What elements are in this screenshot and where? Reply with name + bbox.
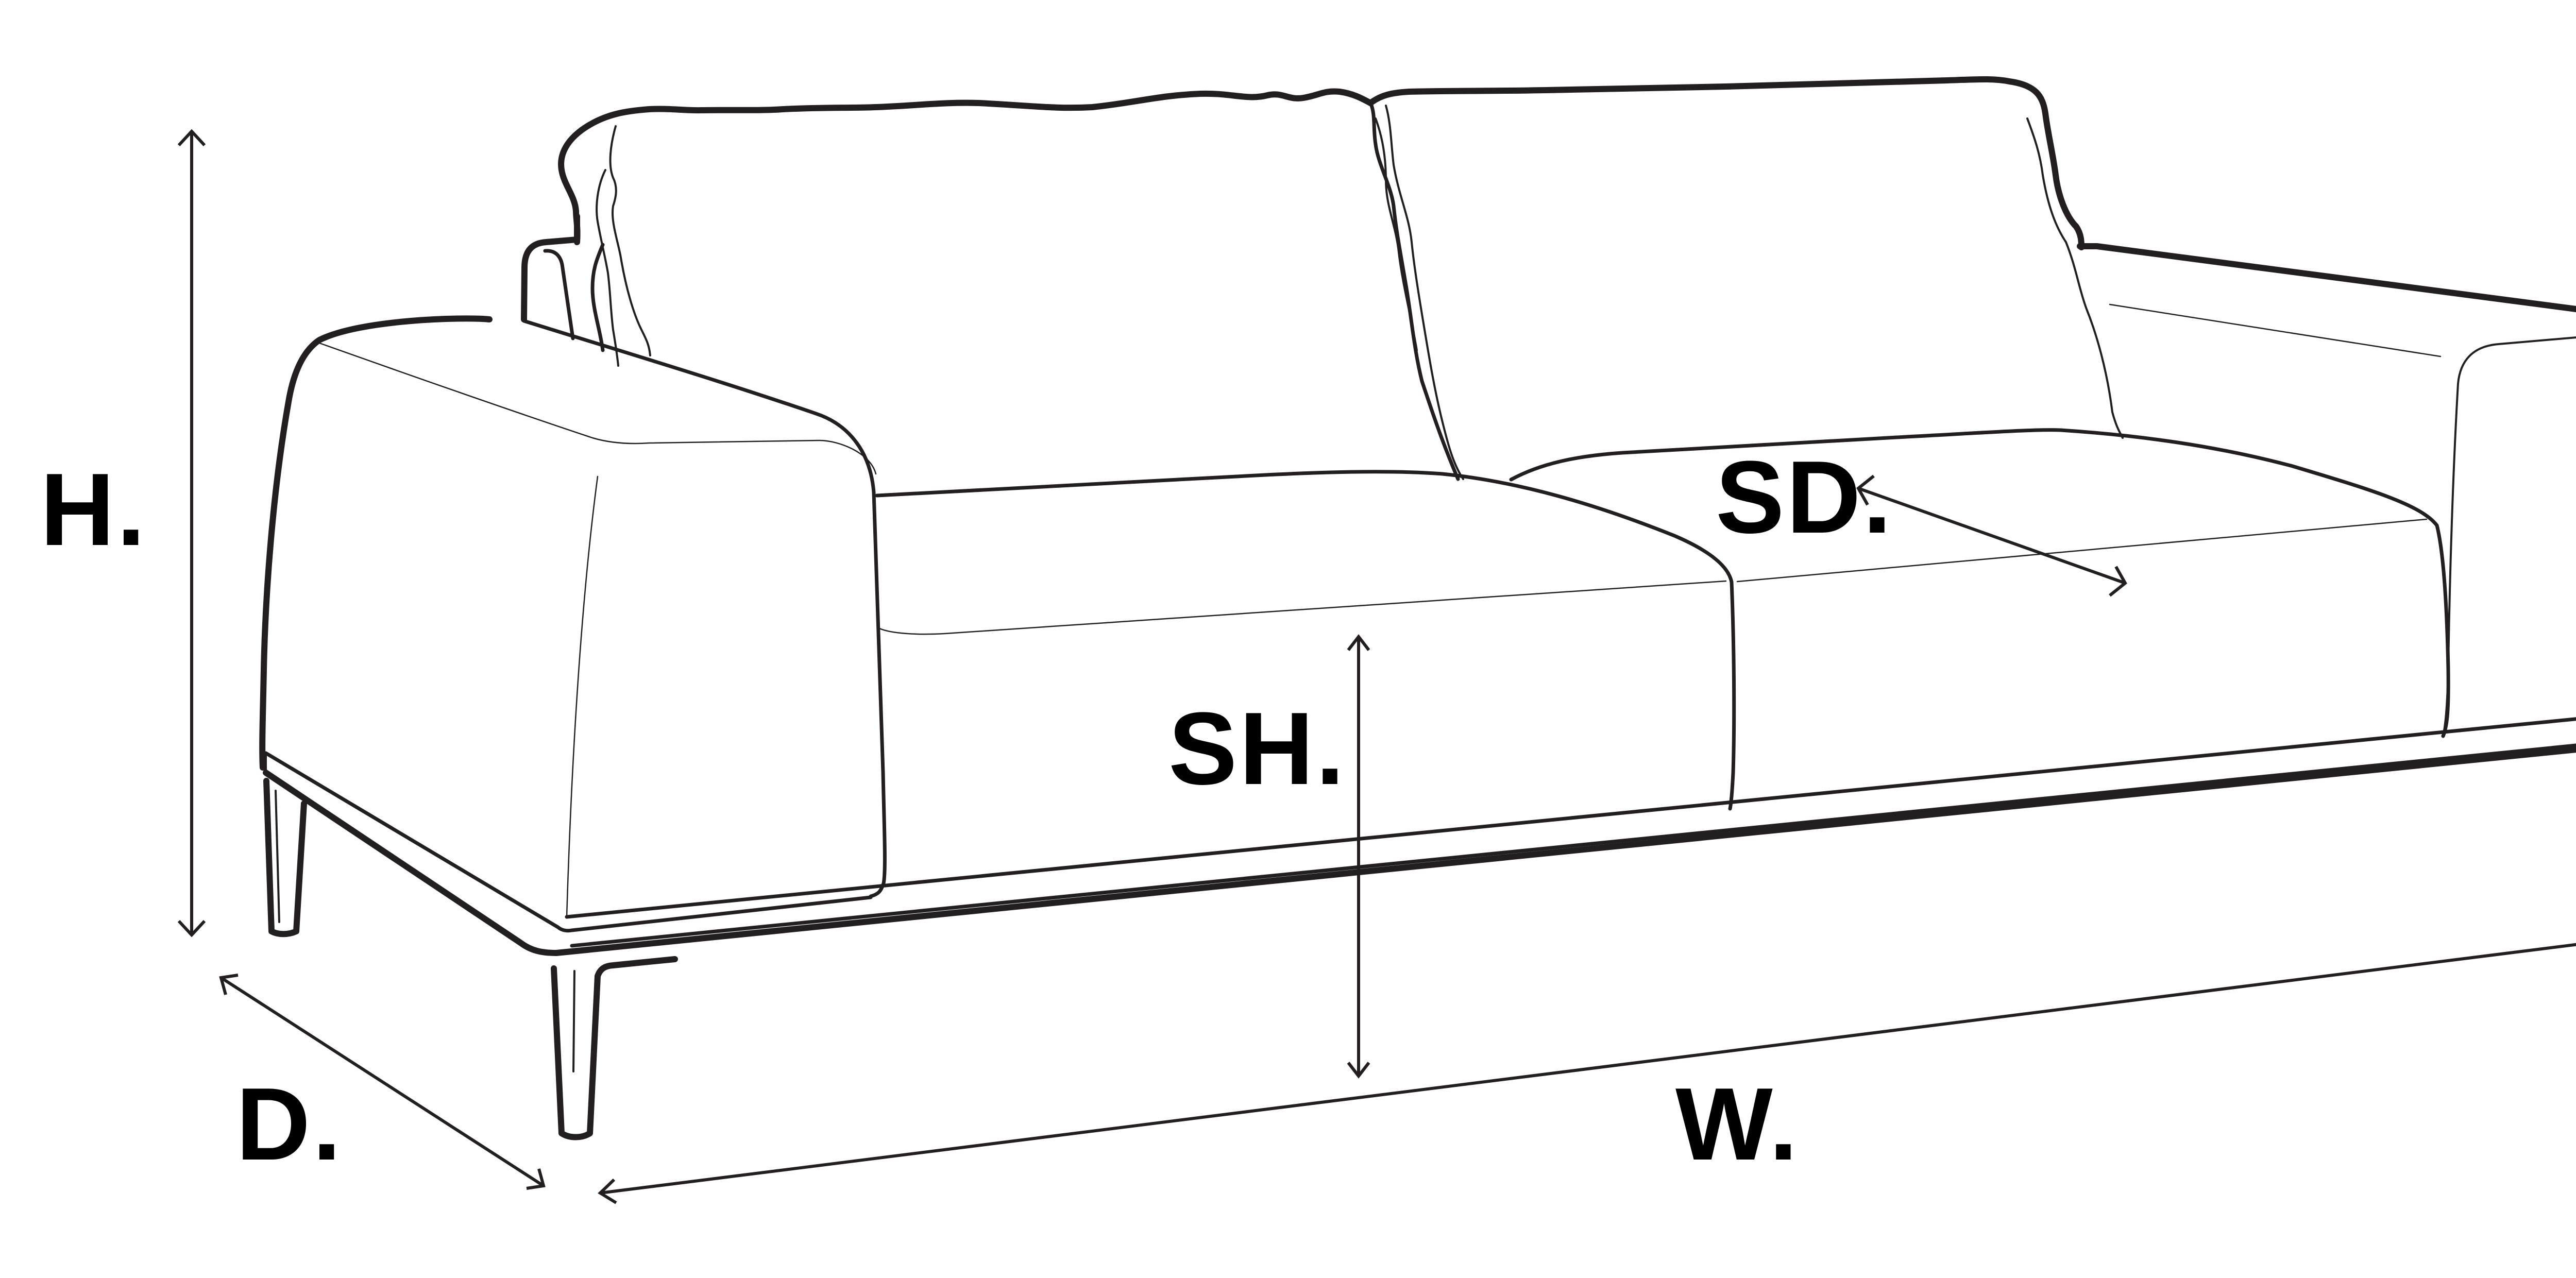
height-arrow [177, 129, 206, 938]
seat-height-label: SH. [1168, 691, 1347, 806]
width-arrow [598, 943, 2576, 1204]
dimension-arrows [177, 129, 2576, 1204]
seat-depth-label: SD. [1716, 440, 1894, 555]
back-cushions [558, 76, 2124, 481]
seat-depth-arrow [1856, 474, 2127, 597]
sofa-illustration [259, 76, 2576, 1140]
depth-arrow [219, 974, 546, 1190]
sofa-base [263, 717, 2576, 956]
left-back-panel [521, 213, 605, 352]
seat-cushions [875, 428, 2450, 811]
height-label: H. [40, 452, 147, 567]
seat-height-arrow [1347, 634, 1370, 1079]
left-arm [259, 315, 887, 933]
right-arm [2077, 243, 2576, 737]
depth-label: D. [236, 1067, 343, 1182]
sofa-legs [263, 746, 2576, 1140]
width-label: W. [1675, 1067, 1800, 1182]
